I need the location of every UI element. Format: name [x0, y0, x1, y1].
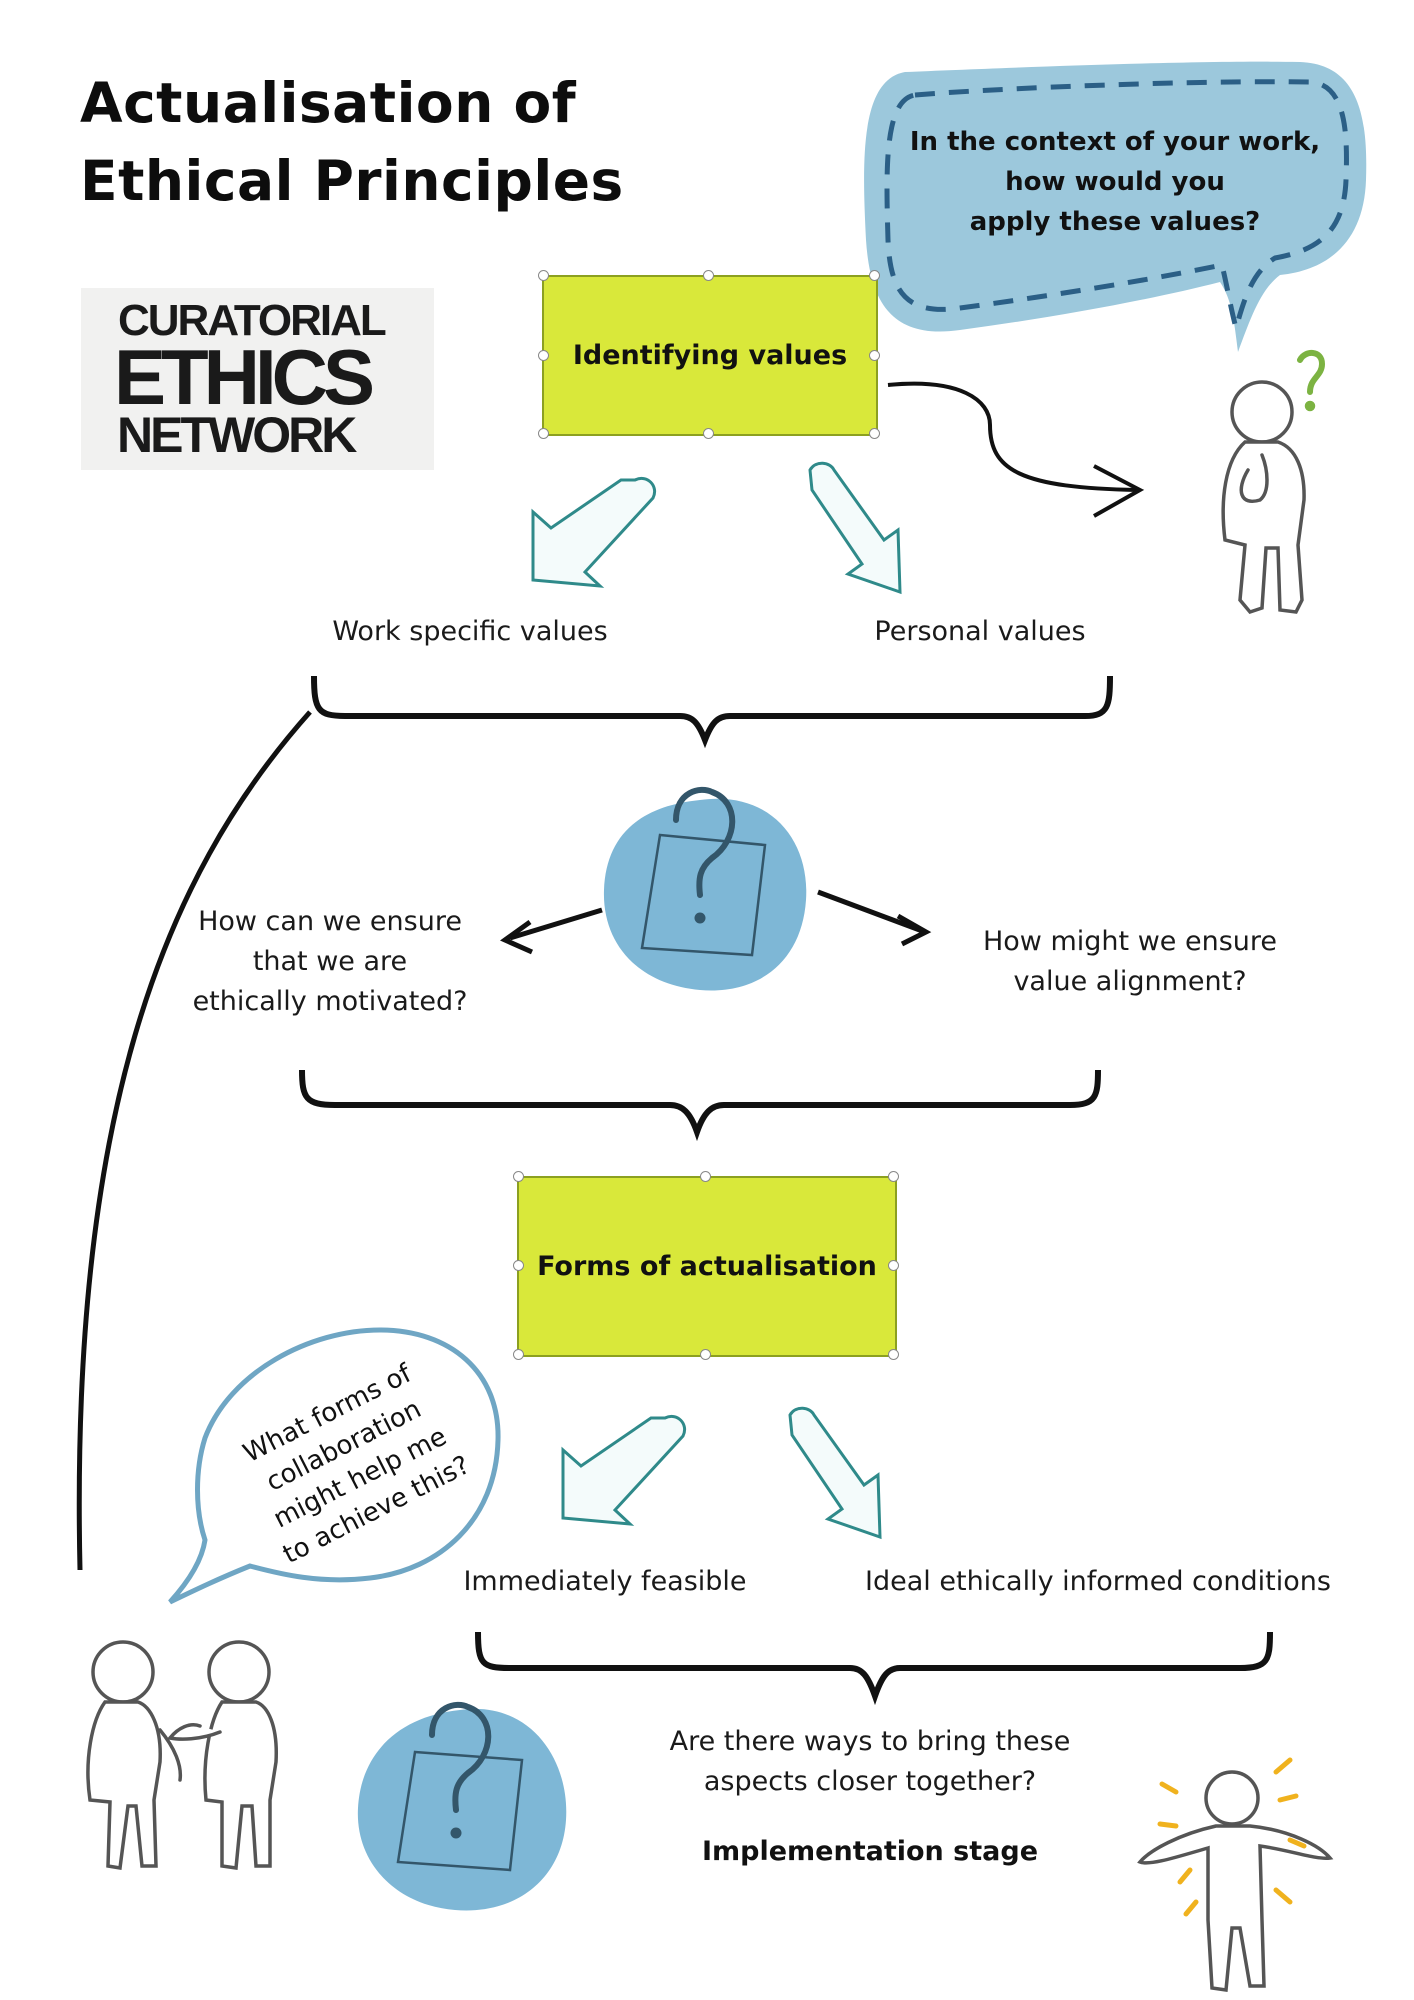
down-right-arrow-icon: [788, 1406, 882, 1540]
closing-line-2: aspects closer together?: [703, 1766, 1037, 1797]
question-left-line-1: How can we ensure: [198, 906, 462, 937]
title-line-2: Ethical Principles: [80, 149, 624, 213]
ideal-conditions-label: Ideal ethically informed conditions: [865, 1566, 1331, 1597]
thinking-person-icon: [1221, 350, 1326, 615]
work-specific-values-label: Work specific values: [332, 616, 608, 647]
value-alignment-question: How might we ensure value alignment?: [980, 922, 1280, 1002]
speech-top-line-2: how would you: [1005, 167, 1225, 197]
down-left-arrow-icon: [561, 1415, 686, 1526]
brace-questions: [299, 1069, 1101, 1142]
speech-bubble-top-text: In the context of your work, how would y…: [905, 122, 1325, 242]
logo-line-2: ETHICS: [114, 333, 375, 421]
connector-arrow-to-thinker: [887, 381, 1139, 492]
question-right-line-1: How might we ensure: [982, 926, 1277, 957]
question-right-line-2: value alignment?: [1013, 966, 1247, 997]
brace-values: [311, 675, 1113, 749]
two-people-talking-icon: [86, 1640, 278, 1871]
logo-line-1: CURATORIAL: [118, 296, 387, 345]
logo-line-3: NETWORK: [117, 407, 357, 463]
identifying-values-box: Identifying values: [542, 275, 878, 436]
forms-of-actualisation-label: Forms of actualisation: [537, 1251, 877, 1282]
speech-top-line-3: apply these values?: [969, 207, 1261, 237]
personal-values-label: Personal values: [874, 616, 1086, 647]
feedback-arc: [76, 710, 312, 1571]
implementation-stage-label: Implementation stage: [701, 1836, 1039, 1867]
identifying-values-label: Identifying values: [572, 340, 848, 371]
question-left-line-3: ethically motivated?: [192, 986, 468, 1017]
immediately-feasible-label: Immediately feasible: [463, 1566, 747, 1597]
title-line-1: Actualisation of: [80, 71, 577, 135]
speech-bubble-bottom: [168, 1327, 501, 1605]
speech-top-line-1: In the context of your work,: [909, 127, 1321, 157]
ethically-motivated-question: How can we ensure that we are ethically …: [180, 902, 480, 1022]
closing-question: Are there ways to bring these aspects cl…: [640, 1722, 1100, 1802]
question-blob-icon: [357, 1701, 567, 1911]
down-right-arrow-icon: [808, 461, 902, 595]
speech-bubble-top: [864, 61, 1367, 352]
question-left-line-2: that we are: [252, 946, 408, 977]
question-blob-icon: [603, 786, 807, 991]
excited-person-icon: [1137, 1757, 1334, 1992]
closing-line-1: Are there ways to bring these: [669, 1726, 1071, 1757]
brace-forms: [475, 1631, 1273, 1706]
forms-of-actualisation-box: Forms of actualisation: [517, 1176, 897, 1357]
down-left-arrow-icon: [531, 477, 656, 588]
page-title: Actualisation of Ethical Principles: [80, 64, 624, 220]
curatorial-ethics-network-logo: CURATORIAL ETHICS NETWORK: [81, 288, 434, 470]
